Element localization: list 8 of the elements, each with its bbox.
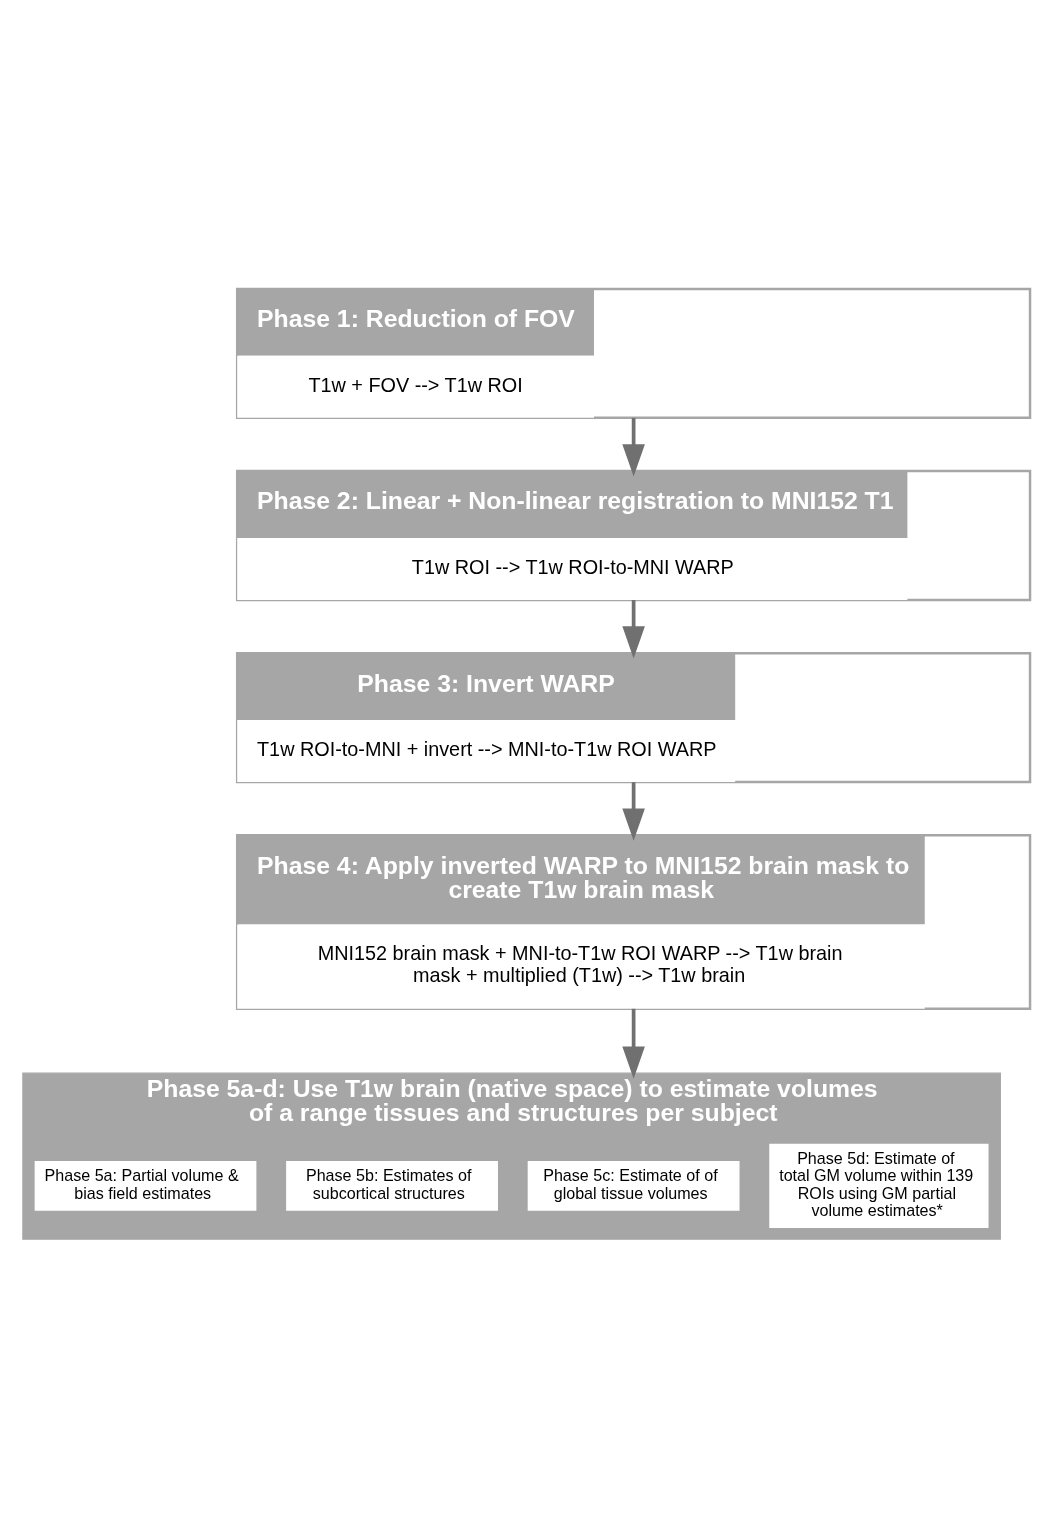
node-box: Phase 5c: Estimate of of global tissue volumes bbox=[525, 1158, 742, 1213]
arrow bbox=[622, 417, 645, 476]
node-box: Phase 5d: Estimate of total GM volume within 139 ROIs using GM partial volume estimates* bbox=[766, 1140, 991, 1230]
arrow bbox=[622, 781, 645, 841]
arrow bbox=[622, 599, 645, 659]
arrow bbox=[622, 1008, 645, 1079]
node-box: Phase 5b: Estimates of subcortical structures bbox=[283, 1158, 501, 1213]
node-box: Phase 5a: Partial volume & bias field estimates bbox=[32, 1158, 259, 1213]
